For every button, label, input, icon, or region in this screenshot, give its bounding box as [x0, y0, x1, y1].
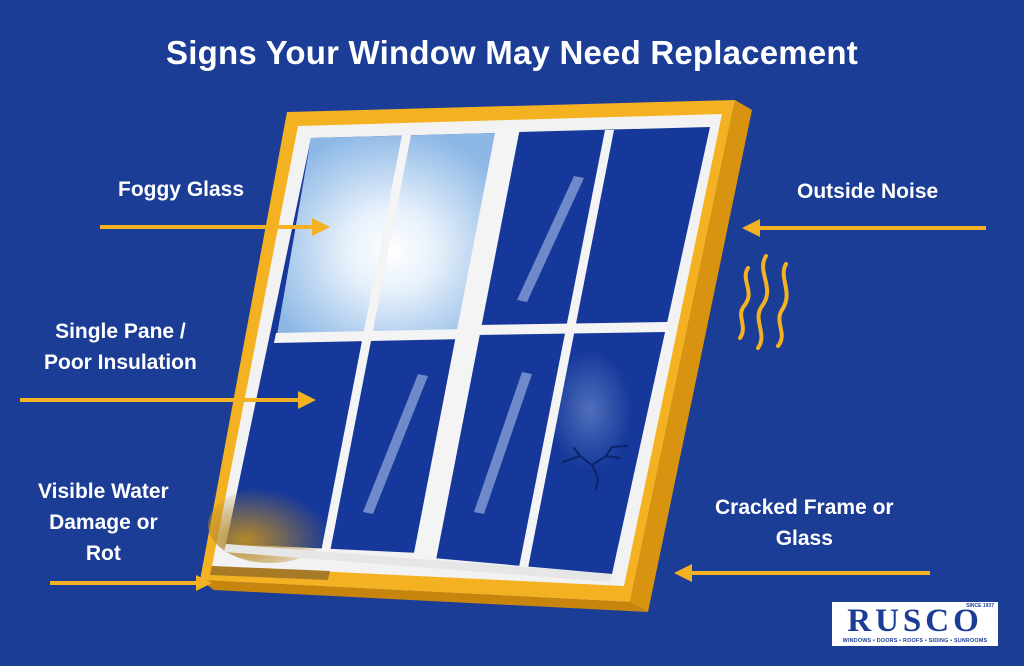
- noise-waves-icon: [738, 254, 789, 350]
- noise-arrow: [742, 219, 986, 237]
- single-pane-arrow: [20, 391, 316, 409]
- right-muntin-vertical: [519, 130, 614, 568]
- frame-side: [630, 100, 752, 612]
- label-foggy-glass: Foggy Glass: [118, 178, 245, 201]
- rot-sill: [210, 566, 330, 580]
- reflection-2: [363, 374, 428, 514]
- frame-bottom-edge: [200, 580, 648, 612]
- frost-patch: [548, 350, 632, 470]
- logo-tagline: WINDOWS • DOORS • ROOFS • SIDING • SUNRO…: [842, 638, 988, 644]
- reflection-3: [474, 372, 532, 514]
- left-muntin-vertical: [321, 135, 411, 552]
- glass-crack: [562, 445, 628, 491]
- bottom-sill: [224, 544, 612, 582]
- center-rail: [413, 128, 520, 560]
- label-single-pane: Single Pane / Poor Insulation: [44, 320, 197, 374]
- logo-since: SINCE 1937: [966, 603, 994, 609]
- water-damage-arrow: [50, 575, 212, 591]
- page-title: Signs Your Window May Need Replacement: [166, 34, 858, 71]
- rusco-logo: SINCE 1937 RUSCO WINDOWS • DOORS • ROOFS…: [832, 602, 998, 646]
- right-pane-glass: [433, 127, 710, 574]
- label-cracked-frame: Cracked Frame or Glass: [715, 496, 894, 550]
- water-damage: [208, 487, 332, 563]
- reflection-1: [517, 176, 584, 302]
- foggy-arrow: [100, 218, 330, 236]
- cracked-arrow: [674, 564, 930, 582]
- logo-wordmark: RUSCO: [847, 603, 983, 639]
- label-outside-noise: Outside Noise: [797, 180, 939, 203]
- label-water-damage: Visible Water Damage or Rot: [38, 480, 169, 565]
